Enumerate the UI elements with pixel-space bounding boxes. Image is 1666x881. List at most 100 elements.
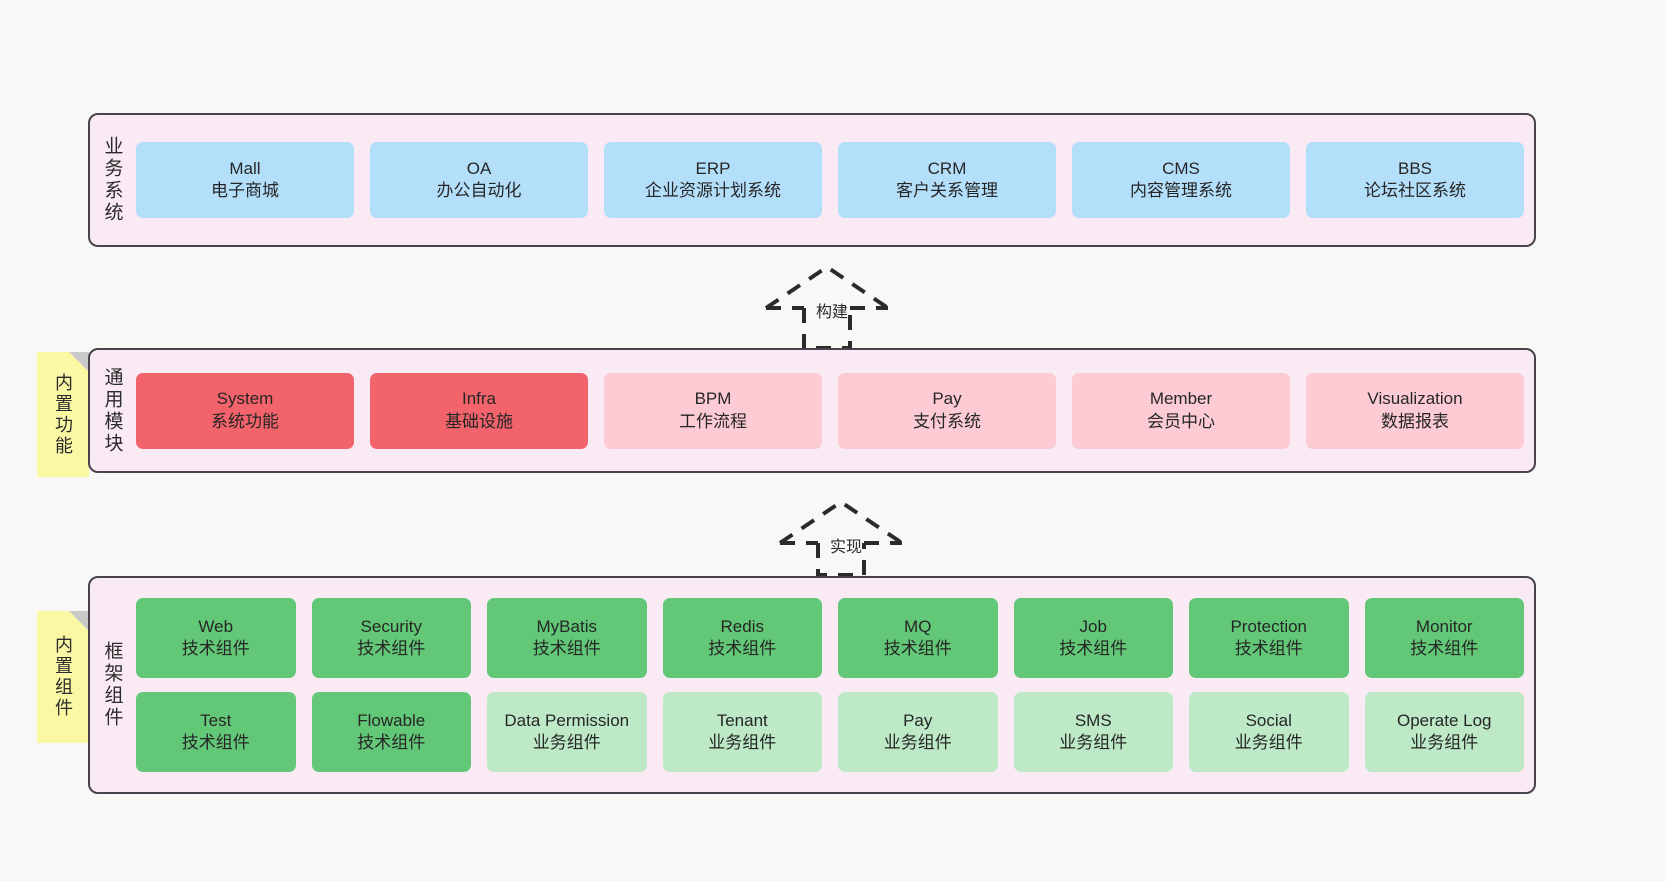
node-mall-cn: 电子商城: [211, 181, 279, 200]
note-builtin-component[interactable]: 内置组件: [37, 611, 89, 743]
node-bbs-cn: 论坛社区系统: [1364, 181, 1466, 200]
node-social[interactable]: Social 业务组件: [1189, 692, 1349, 772]
node-test[interactable]: Test 技术组件: [136, 692, 296, 772]
node-protection-en: Protection: [1230, 616, 1308, 636]
node-flowable[interactable]: Flowable 技术组件: [311, 692, 471, 772]
layer-common-modules-body: System 系统功能 Infra 基础设施 BPM 工作流程 Pay 支付系统…: [134, 350, 1534, 471]
node-infra-cn: 基础设施: [445, 411, 513, 431]
node-tenant-cn: 业务组件: [708, 733, 777, 752]
node-sms-cn: 业务组件: [1059, 733, 1128, 752]
node-sms[interactable]: SMS 业务组件: [1013, 692, 1173, 772]
node-test-cn: 技术组件: [181, 733, 250, 752]
node-bpm[interactable]: BPM 工作流程: [604, 372, 822, 449]
node-member-en: Member: [1149, 389, 1213, 409]
node-system-en: System: [216, 389, 274, 409]
node-visualization[interactable]: Visualization 数据报表: [1306, 372, 1524, 449]
layer-framework-components-body: Web 技术组件 Security 技术组件 MyBatis 技术组件 Redi…: [134, 578, 1534, 792]
node-mybatis-cn: 技术组件: [532, 639, 601, 658]
node-pay-component-en: Pay: [903, 710, 933, 730]
node-pay-module-en: Pay: [932, 389, 962, 409]
node-job-cn: 技术组件: [1059, 639, 1128, 658]
node-web-cn: 技术组件: [181, 639, 250, 658]
node-bpm-cn: 工作流程: [679, 411, 747, 431]
node-mq[interactable]: MQ 技术组件: [838, 598, 998, 678]
node-web[interactable]: Web 技术组件: [136, 598, 296, 678]
node-redis[interactable]: Redis 技术组件: [662, 598, 822, 678]
node-monitor-en: Monitor: [1415, 616, 1473, 636]
node-oa-en: OA: [466, 158, 492, 178]
layer-common-modules[interactable]: 通用模块 System 系统功能 Infra 基础设施 BPM 工作流程 Pay…: [88, 348, 1536, 473]
node-security-cn: 技术组件: [357, 639, 426, 658]
node-pay-component[interactable]: Pay 业务组件: [838, 692, 998, 772]
node-mall[interactable]: Mall 电子商城: [136, 142, 354, 218]
arrow-realize: 实现: [772, 497, 922, 577]
node-bbs-en: BBS: [1397, 158, 1433, 178]
node-member[interactable]: Member 会员中心: [1072, 372, 1290, 449]
node-crm-en: CRM: [927, 158, 967, 178]
node-oa[interactable]: OA 办公自动化: [370, 142, 588, 218]
node-erp-cn: 企业资源计划系统: [645, 181, 781, 200]
node-erp-en: ERP: [695, 158, 731, 178]
node-row: Mall 电子商城 OA 办公自动化 ERP 企业资源计划系统 CRM 客户关系…: [136, 142, 1524, 218]
node-visualization-en: Visualization: [1367, 389, 1463, 409]
node-system[interactable]: System 系统功能: [136, 372, 354, 449]
arrow-build: 构建: [758, 262, 908, 350]
node-operate-log-en: Operate Log: [1396, 710, 1492, 730]
node-operate-log[interactable]: Operate Log 业务组件: [1364, 692, 1524, 772]
arrow-build-label: 构建: [816, 304, 849, 321]
node-social-cn: 业务组件: [1234, 733, 1303, 752]
node-security[interactable]: Security 技术组件: [311, 598, 471, 678]
layer-business-system-title: 业务系统: [101, 136, 123, 224]
node-data-permission[interactable]: Data Permission 业务组件: [487, 692, 647, 772]
note-fold-corner-icon: [69, 352, 89, 372]
node-crm-cn: 客户关系管理: [896, 181, 998, 200]
node-sms-en: SMS: [1074, 710, 1112, 730]
layer-framework-components[interactable]: 框架组件 Web 技术组件 Security 技术组件 MyBatis 技术组件…: [88, 576, 1536, 794]
arrow-realize-label: 实现: [830, 539, 863, 556]
node-cms[interactable]: CMS 内容管理系统: [1072, 142, 1290, 218]
node-mybatis[interactable]: MyBatis 技术组件: [487, 598, 647, 678]
node-redis-en: Redis: [720, 616, 764, 636]
node-flowable-cn: 技术组件: [357, 733, 426, 752]
node-protection-cn: 技术组件: [1234, 639, 1303, 658]
node-member-cn: 会员中心: [1147, 411, 1215, 431]
node-mall-en: Mall: [229, 158, 261, 178]
node-job-en: Job: [1079, 616, 1107, 636]
node-mq-cn: 技术组件: [883, 639, 952, 658]
node-bbs[interactable]: BBS 论坛社区系统: [1306, 142, 1524, 218]
node-security-en: Security: [360, 616, 422, 636]
node-monitor[interactable]: Monitor 技术组件: [1364, 598, 1524, 678]
node-redis-cn: 技术组件: [708, 639, 777, 658]
node-row: System 系统功能 Infra 基础设施 BPM 工作流程 Pay 支付系统…: [136, 372, 1524, 449]
node-mybatis-en: MyBatis: [536, 616, 597, 636]
node-row: Test 技术组件 Flowable 技术组件 Data Permission …: [136, 692, 1524, 772]
node-erp[interactable]: ERP 企业资源计划系统: [604, 142, 822, 218]
node-pay-component-cn: 业务组件: [883, 733, 952, 752]
node-bpm-en: BPM: [694, 389, 732, 409]
node-crm[interactable]: CRM 客户关系管理: [838, 142, 1056, 218]
node-job[interactable]: Job 技术组件: [1013, 598, 1173, 678]
node-data-permission-cn: 业务组件: [532, 733, 601, 752]
node-visualization-cn: 数据报表: [1381, 411, 1449, 431]
node-row: Web 技术组件 Security 技术组件 MyBatis 技术组件 Redi…: [136, 598, 1524, 678]
layer-common-modules-title: 通用模块: [101, 366, 123, 455]
node-operate-log-cn: 业务组件: [1410, 733, 1479, 752]
node-cms-cn: 内容管理系统: [1130, 181, 1232, 200]
node-pay-module[interactable]: Pay 支付系统: [838, 372, 1056, 449]
node-mq-en: MQ: [904, 616, 932, 636]
node-infra[interactable]: Infra 基础设施: [370, 372, 588, 449]
node-tenant-en: Tenant: [716, 710, 768, 730]
node-social-en: Social: [1245, 710, 1292, 730]
node-monitor-cn: 技术组件: [1410, 639, 1479, 658]
node-tenant[interactable]: Tenant 业务组件: [662, 692, 822, 772]
note-fold-corner-icon: [69, 611, 89, 631]
arrow-realize-shaft: [816, 543, 866, 577]
node-cms-en: CMS: [1162, 158, 1200, 178]
layer-framework-components-title: 框架组件: [101, 641, 123, 729]
layer-business-system-body: Mall 电子商城 OA 办公自动化 ERP 企业资源计划系统 CRM 客户关系…: [134, 115, 1534, 245]
layer-business-system[interactable]: 业务系统 Mall 电子商城 OA 办公自动化 ERP 企业资源计划系统 CRM…: [88, 113, 1536, 247]
note-builtin-feature[interactable]: 内置功能: [37, 352, 89, 477]
node-web-en: Web: [198, 616, 234, 636]
node-protection[interactable]: Protection 技术组件: [1189, 598, 1349, 678]
node-test-en: Test: [200, 710, 232, 730]
